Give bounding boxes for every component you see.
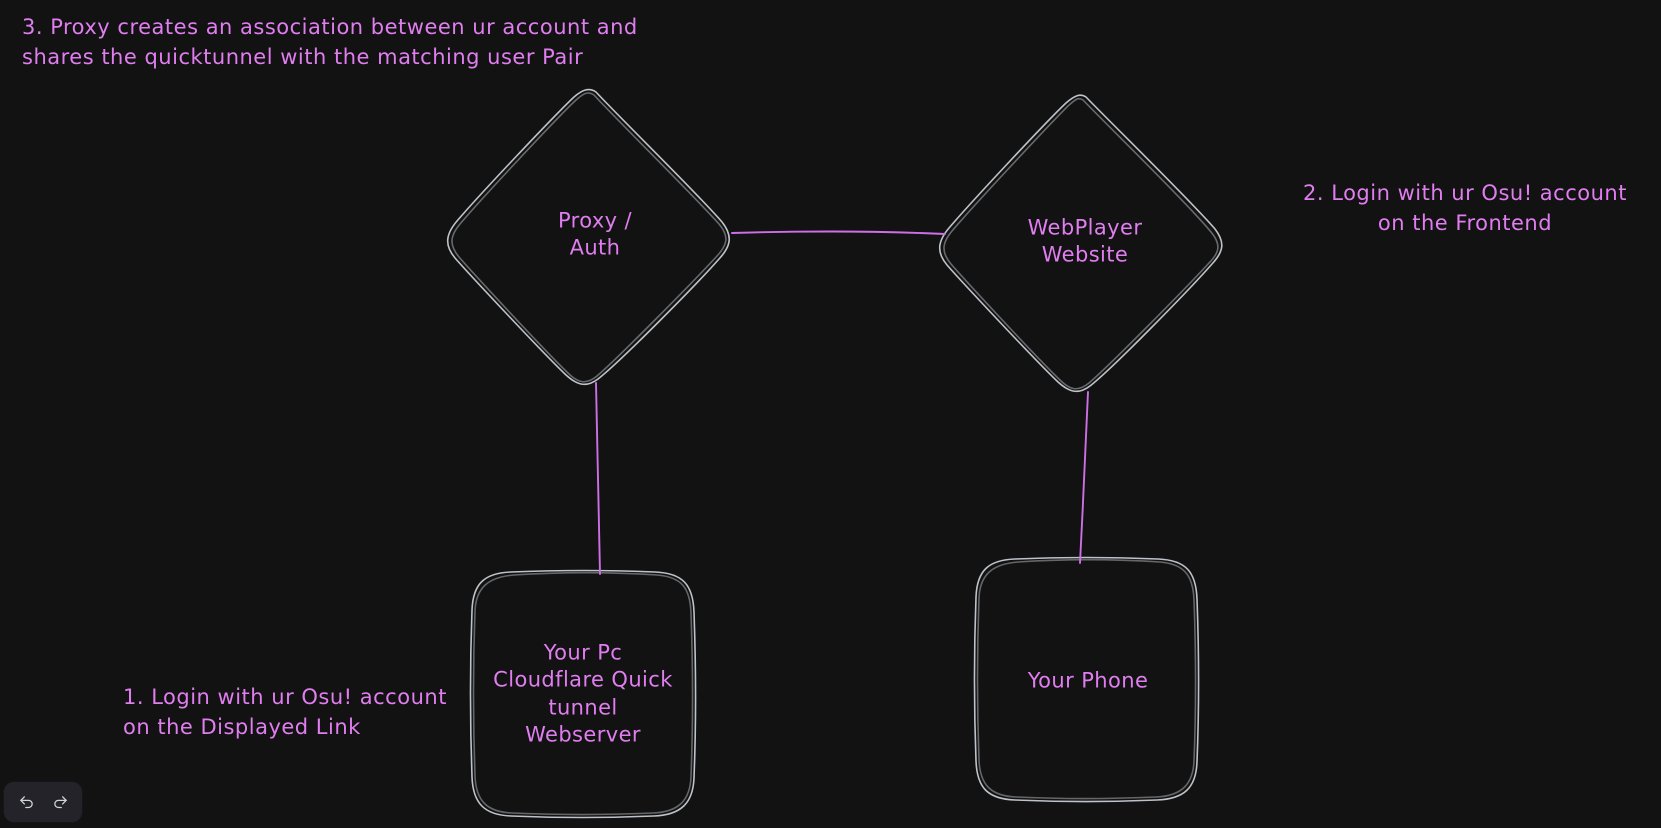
history-island: [4, 782, 82, 822]
node-label-your-phone: Your Phone: [1027, 668, 1149, 693]
redo-button[interactable]: [44, 787, 76, 817]
node-your-phone-outline: [973, 556, 1200, 803]
node-label-proxy-auth: Proxy / Auth: [557, 208, 633, 260]
undo-button[interactable]: [10, 787, 42, 817]
connector-proxy-to-webplayer: [731, 230, 946, 235]
redo-arrow-icon: [52, 794, 69, 811]
node-label-webplayer-website: WebPlayer Website: [1027, 215, 1143, 267]
node-webplayer-website-outline: [938, 94, 1223, 393]
annotation-step-3: 3. Proxy creates an association between …: [22, 15, 638, 70]
connector-webplayer-to-your-phone: [1079, 391, 1089, 564]
node-label-your-pc: Your Pc Cloudflare Quick tunnel Webserve…: [493, 640, 673, 747]
node-your-pc-outline: [469, 569, 697, 819]
annotation-step-1: 1. Login with ur Osu! account on the Dis…: [123, 685, 447, 740]
connector-proxy-to-your-pc: [595, 382, 601, 575]
annotation-step-2: 2. Login with ur Osu! account on the Fro…: [1303, 181, 1627, 236]
undo-arrow-icon: [18, 794, 35, 811]
node-proxy-auth-outline: [446, 88, 730, 386]
